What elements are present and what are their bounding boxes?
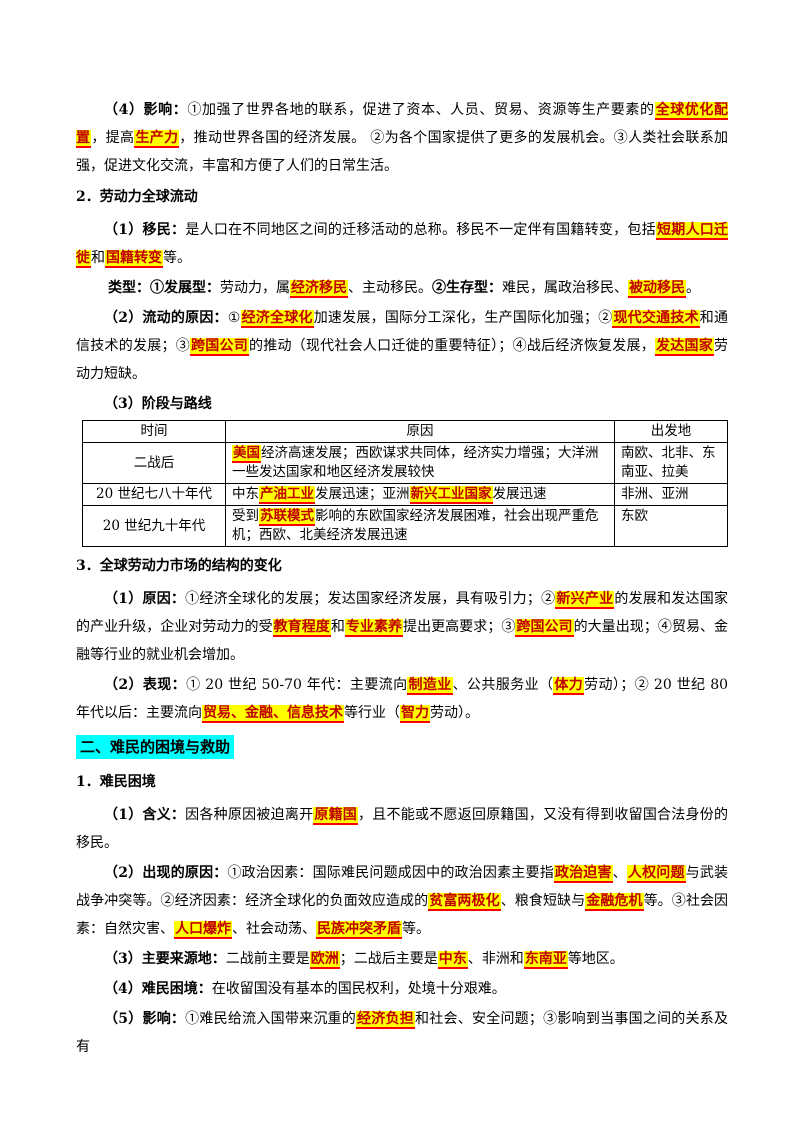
refugee-plight-paragraph: （4）难民困境：在收留国没有基本的国民权利，处境十分艰难。 xyxy=(104,981,506,997)
section-heading-labor-flow: 2．劳动力全球流动 xyxy=(76,189,198,205)
table-row: 二战后 美国经济高速发展；西欧谋求共同体，经济实力增强；大洋洲一些发达国家和地区… xyxy=(82,442,728,484)
refugee-impact-paragraph: （5）影响：①难民给流入国带来沉重的经济负担和社会、安全问题；③影响到当事国之间… xyxy=(76,1011,729,1055)
table-header-reason: 原因 xyxy=(225,420,615,443)
refugee-sources-paragraph: （3）主要来源地：二战前主要是欧洲；二战后主要是中东、非洲和东南亚等地区。 xyxy=(104,951,624,969)
part-two-heading: 二、难民的困境与救助 xyxy=(76,735,235,759)
section-heading-market-change: 3．全球劳动力市场的结构的变化 xyxy=(76,558,282,574)
migration-stages-table: 时间 原因 出发地 二战后 美国经济高速发展；西欧谋求共同体，经济实力增强；大洋… xyxy=(82,420,728,547)
section-heading-refugee-plight: 1．难民困境 xyxy=(76,774,156,790)
table-row: 20 世纪九十年代 受到苏联模式影响的东欧国家经济发展困难，社会出现严重危机；西… xyxy=(82,505,728,547)
table-row: 20 世纪七八十年代 中东产油工业发展迅速；亚洲新兴工业国家发展迅速 非洲、亚洲 xyxy=(82,483,728,506)
refugee-causes-paragraph: （2）出现的原因：①政治因素：国际难民问题成因中的政治因素主要指政治迫害、人权问… xyxy=(76,865,729,939)
table-header-origin: 出发地 xyxy=(614,420,728,443)
impact-paragraph: （4）影响：①加强了世界各地的联系，促进了资本、人员、贸易、资源等生产要素的全球… xyxy=(76,102,729,174)
refugee-definition-paragraph: （1）含义：因各种原因被迫离开原籍国，且不能或不愿返回原籍国，又没有得到收留国合… xyxy=(76,807,729,851)
market-manifestation-paragraph: （2）表现：① 20 世纪 50-70 年代：主要流向制造业、公共服务业（体力劳… xyxy=(76,677,729,723)
table-header-row: 时间 原因 出发地 xyxy=(82,420,728,443)
market-causes-paragraph: （1）原因：①经济全球化的发展；发达国家经济发展，具有吸引力；②新兴产业的发展和… xyxy=(76,591,729,663)
document-page: （4）影响：①加强了世界各地的联系，促进了资本、人员、贸易、资源等生产要素的全球… xyxy=(76,96,728,1063)
flow-reasons-paragraph: （2）流动的原因：①经济全球化加速发展，国际分工深化，生产国际化加强；②现代交通… xyxy=(76,310,729,382)
part-two-heading-wrapper: 二、难民的困境与救助 xyxy=(76,729,728,765)
migration-paragraph: （1）移民：是人口在不同地区之间的迁移活动的总称。移民不一定伴有国籍转变，包括短… xyxy=(76,222,728,268)
stages-heading: （3）阶段与路线 xyxy=(104,396,212,412)
table-header-time: 时间 xyxy=(82,420,226,443)
migration-types: 类型：①发展型：劳动力，属经济移民、主动移民。②生存型：难民，属政治移民、被动移… xyxy=(108,280,700,298)
